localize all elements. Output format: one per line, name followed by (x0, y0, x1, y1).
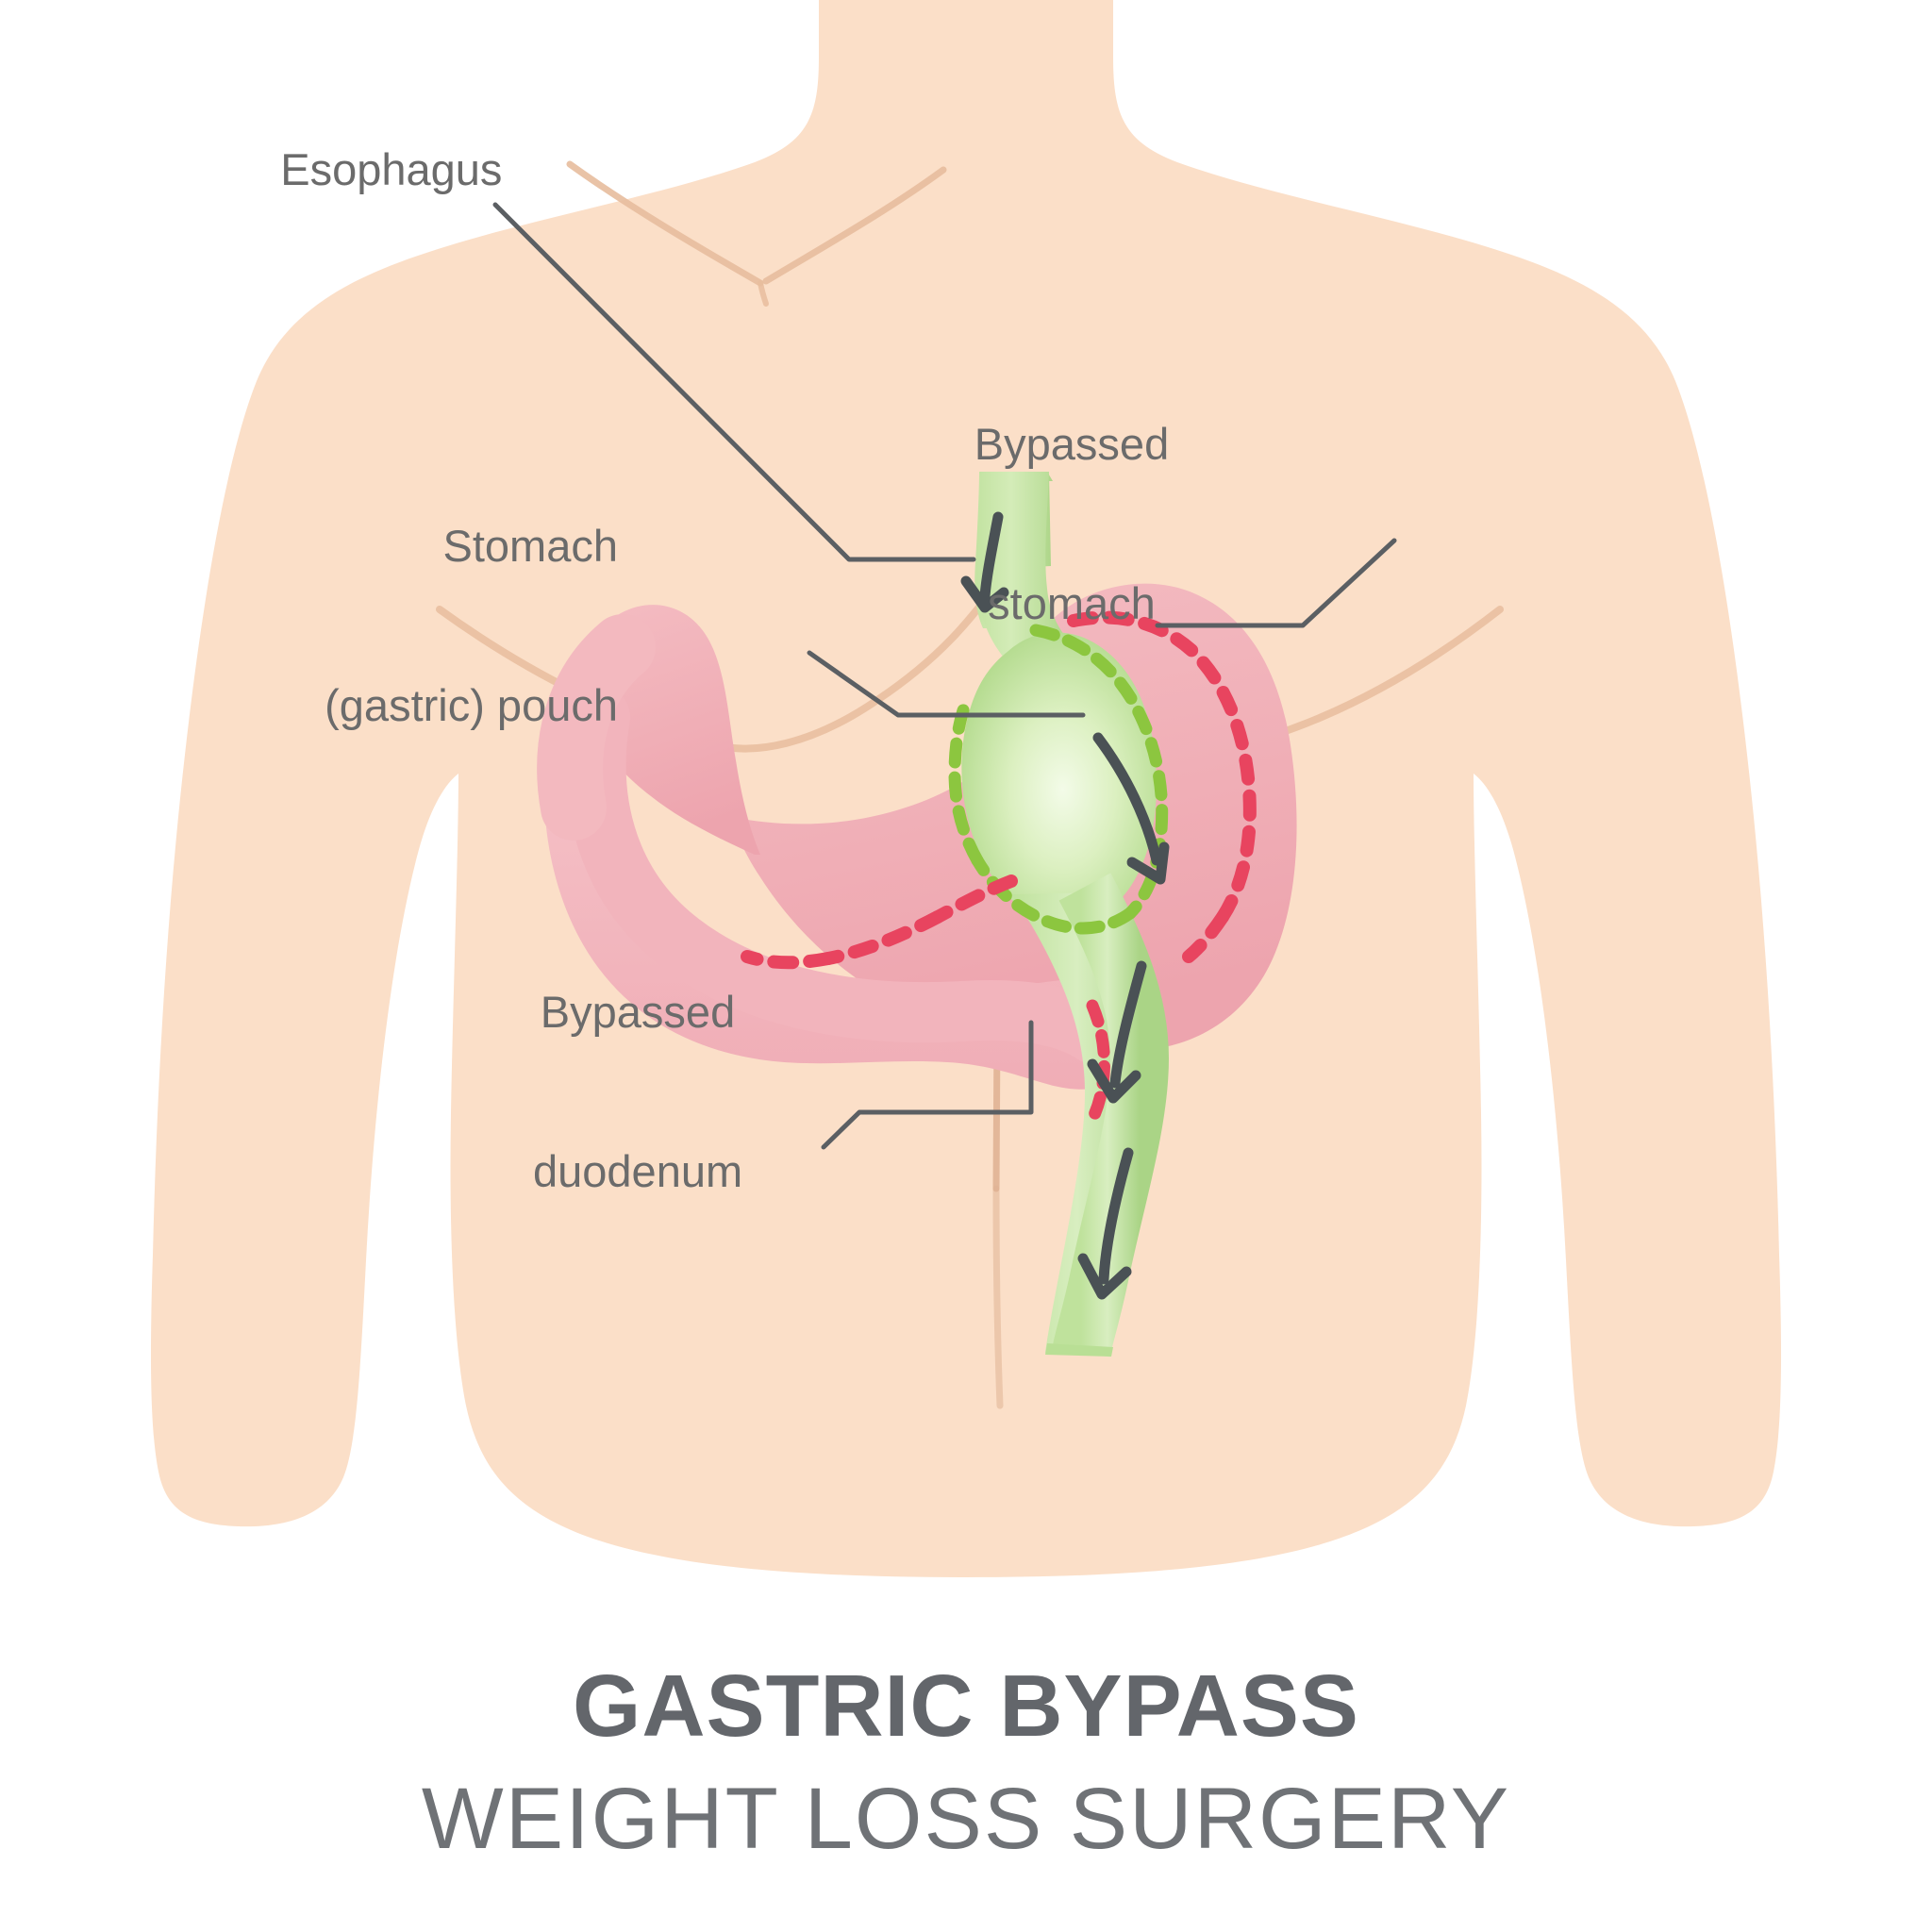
flow-arrow-roux-upper (1087, 960, 1147, 1104)
label-stomach-pouch-line2: (gastric) pouch (325, 679, 618, 730)
bypassed-stomach-greater-curve (537, 614, 656, 841)
gastric-pouch (961, 632, 1157, 924)
label-stomach-pouch-line1: Stomach (442, 520, 618, 571)
label-bypassed-duodenum-line1: Bypassed (540, 986, 736, 1037)
label-bypassed-duodenum: Bypassed duodenum (533, 879, 742, 1305)
leader-lines (492, 202, 1397, 1150)
label-esophagus: Esophagus (231, 91, 502, 250)
label-bypassed-duodenum-line2: duodenum (533, 1145, 743, 1196)
label-esophagus-text: Esophagus (280, 144, 503, 195)
antrum-staple-line (741, 874, 1018, 970)
leader-pouch (807, 650, 1086, 718)
roux-limb-cut-end (1045, 1343, 1113, 1357)
clavicle-left-contour (566, 160, 764, 287)
bypassed-stomach-staple-line (1067, 610, 1257, 963)
flow-arrow-esophagus (960, 511, 1009, 613)
clavicle-right-contour (762, 166, 947, 285)
flow-arrow-roux-lower (1077, 1147, 1134, 1300)
sternum-notch-line (758, 280, 769, 307)
flow-arrow-pouch-outlet (1092, 732, 1170, 885)
leader-bypassed-stomach (1155, 538, 1397, 628)
roux-limb-tube (1052, 873, 1170, 1358)
label-bypassed-stomach-line1: Bypassed (974, 418, 1170, 469)
label-bypassed-stomach-line2: stomach (988, 577, 1156, 628)
title-main: GASTRIC BYPASS (573, 1657, 1359, 1755)
label-bypassed-stomach: Bypassed stomach (972, 311, 1172, 737)
title-subtitle: WEIGHT LOSS SURGERY (421, 1771, 1511, 1867)
linea-alba-line-lower (992, 1185, 1004, 1409)
flow-arrows (960, 511, 1170, 1300)
leader-bypassed-duodenum (821, 1020, 1034, 1150)
bypassed-duodenum-tube (565, 687, 1124, 1064)
leader-esophagus (492, 202, 976, 562)
label-stomach-pouch: Stomach (gastric) pouch (311, 413, 618, 839)
